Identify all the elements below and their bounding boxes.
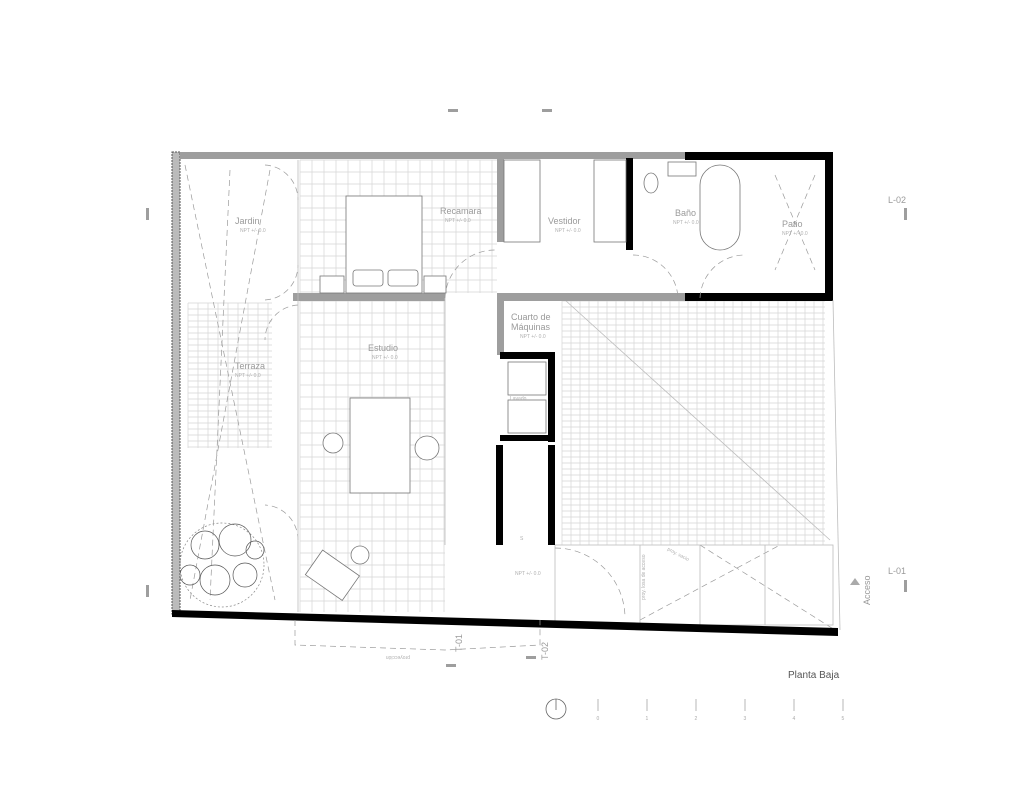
room-label-terraza: Terraza [235,361,265,371]
note-proyeccion: proyección [386,654,410,660]
level-note: NPT +/- 0.0 [673,220,699,226]
section-mark-t02: T-02 [540,642,550,660]
room-label-patio: Patio [782,219,803,229]
level-note: NPT +/- 0.0 [555,228,581,234]
garden-lines [184,164,276,601]
washer [507,361,547,396]
room-label-estudio: Estudio [368,343,398,353]
stair-label: S [520,536,524,542]
room-label-vestidor: Vestidor [548,216,581,226]
section-mark-l01: L-01 [888,566,906,576]
section-mark-l02: L-02 [888,195,906,205]
tree-icon [179,522,265,608]
section-mark-t01: T-01 [454,634,464,652]
study-desk [349,397,411,494]
room-label-lavado: Lavado [510,396,527,402]
scale-tick-label: 2 [695,716,698,722]
room-label-bano: Baño [675,208,696,218]
scale-tick-label: 4 [793,716,796,722]
scale-tick-label: 0 [597,716,600,722]
patio-void-lines [554,299,836,631]
scale-tick-label: 3 [744,716,747,722]
level-note: NPT +/- 0.0 [445,218,471,224]
room-label-recamara: Recamara [440,206,482,216]
plan-title: Planta Baja [788,670,840,681]
section-marks: L-02 L-01 T-01 T-02 Acceso [146,109,907,667]
level-note: NPT +/- 0.0 [782,231,808,237]
room-label-jardin: Jardin [235,216,260,226]
patio-brick-pattern [561,300,825,545]
walls [171,151,841,636]
level-note: NPT +/- 0.0 [235,373,261,379]
bathtub [699,164,741,251]
door-swings [264,160,816,651]
north-arrow-icon [545,698,567,720]
scale-bar: 0 1 2 3 4 5 [597,699,845,722]
access-arrow-icon [850,578,860,585]
level-note: NPT +/- 0.0 [515,571,541,577]
study-tile-grid [299,300,445,612]
level-note: NPT +/- 0.0 [240,228,266,234]
room-label-cuarto-1: Cuarto de [511,312,551,322]
dryer [507,399,547,434]
note-vacio: proy. vacio [666,546,690,563]
scale-tick-label: 5 [842,716,845,722]
room-labels: Jardin NPT +/- 0.0 Recamara NPT +/- 0.0 … [235,206,808,660]
room-label-cuarto-2: Máquinas [511,322,551,332]
access-label: Acceso [862,575,872,605]
scale-tick-label: 1 [646,716,649,722]
level-note: NPT +/- 0.0 [372,355,398,361]
level-note: NPT +/- 0.0 [520,334,546,340]
note-losa: proy. losa de acceso [641,554,647,600]
furniture [304,159,741,602]
